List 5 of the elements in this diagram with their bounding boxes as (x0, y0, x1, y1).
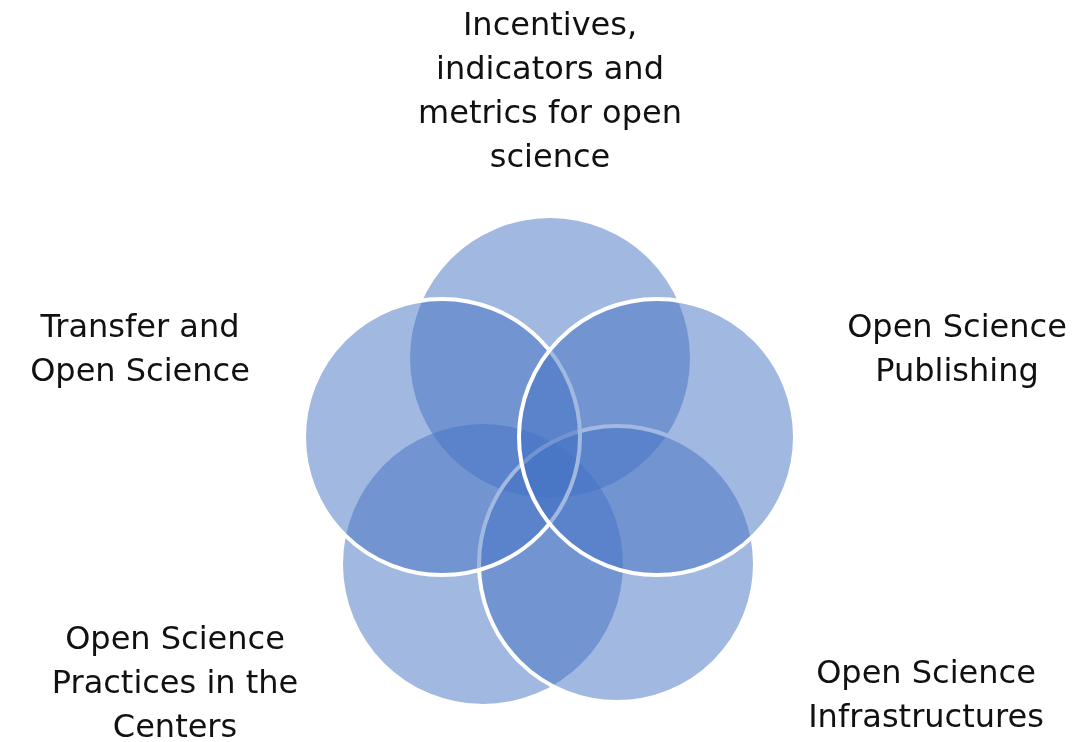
circle-label: Incentives, indicators and metrics for open science (417, 4, 683, 177)
circle-label: Open Science Publishing (846, 306, 1068, 391)
circle-label: Open Science Practices in the Centers (50, 618, 300, 742)
circle-label: Open Science Infrastructures (807, 652, 1045, 737)
circle-label: Transfer and Open Science (29, 306, 251, 391)
